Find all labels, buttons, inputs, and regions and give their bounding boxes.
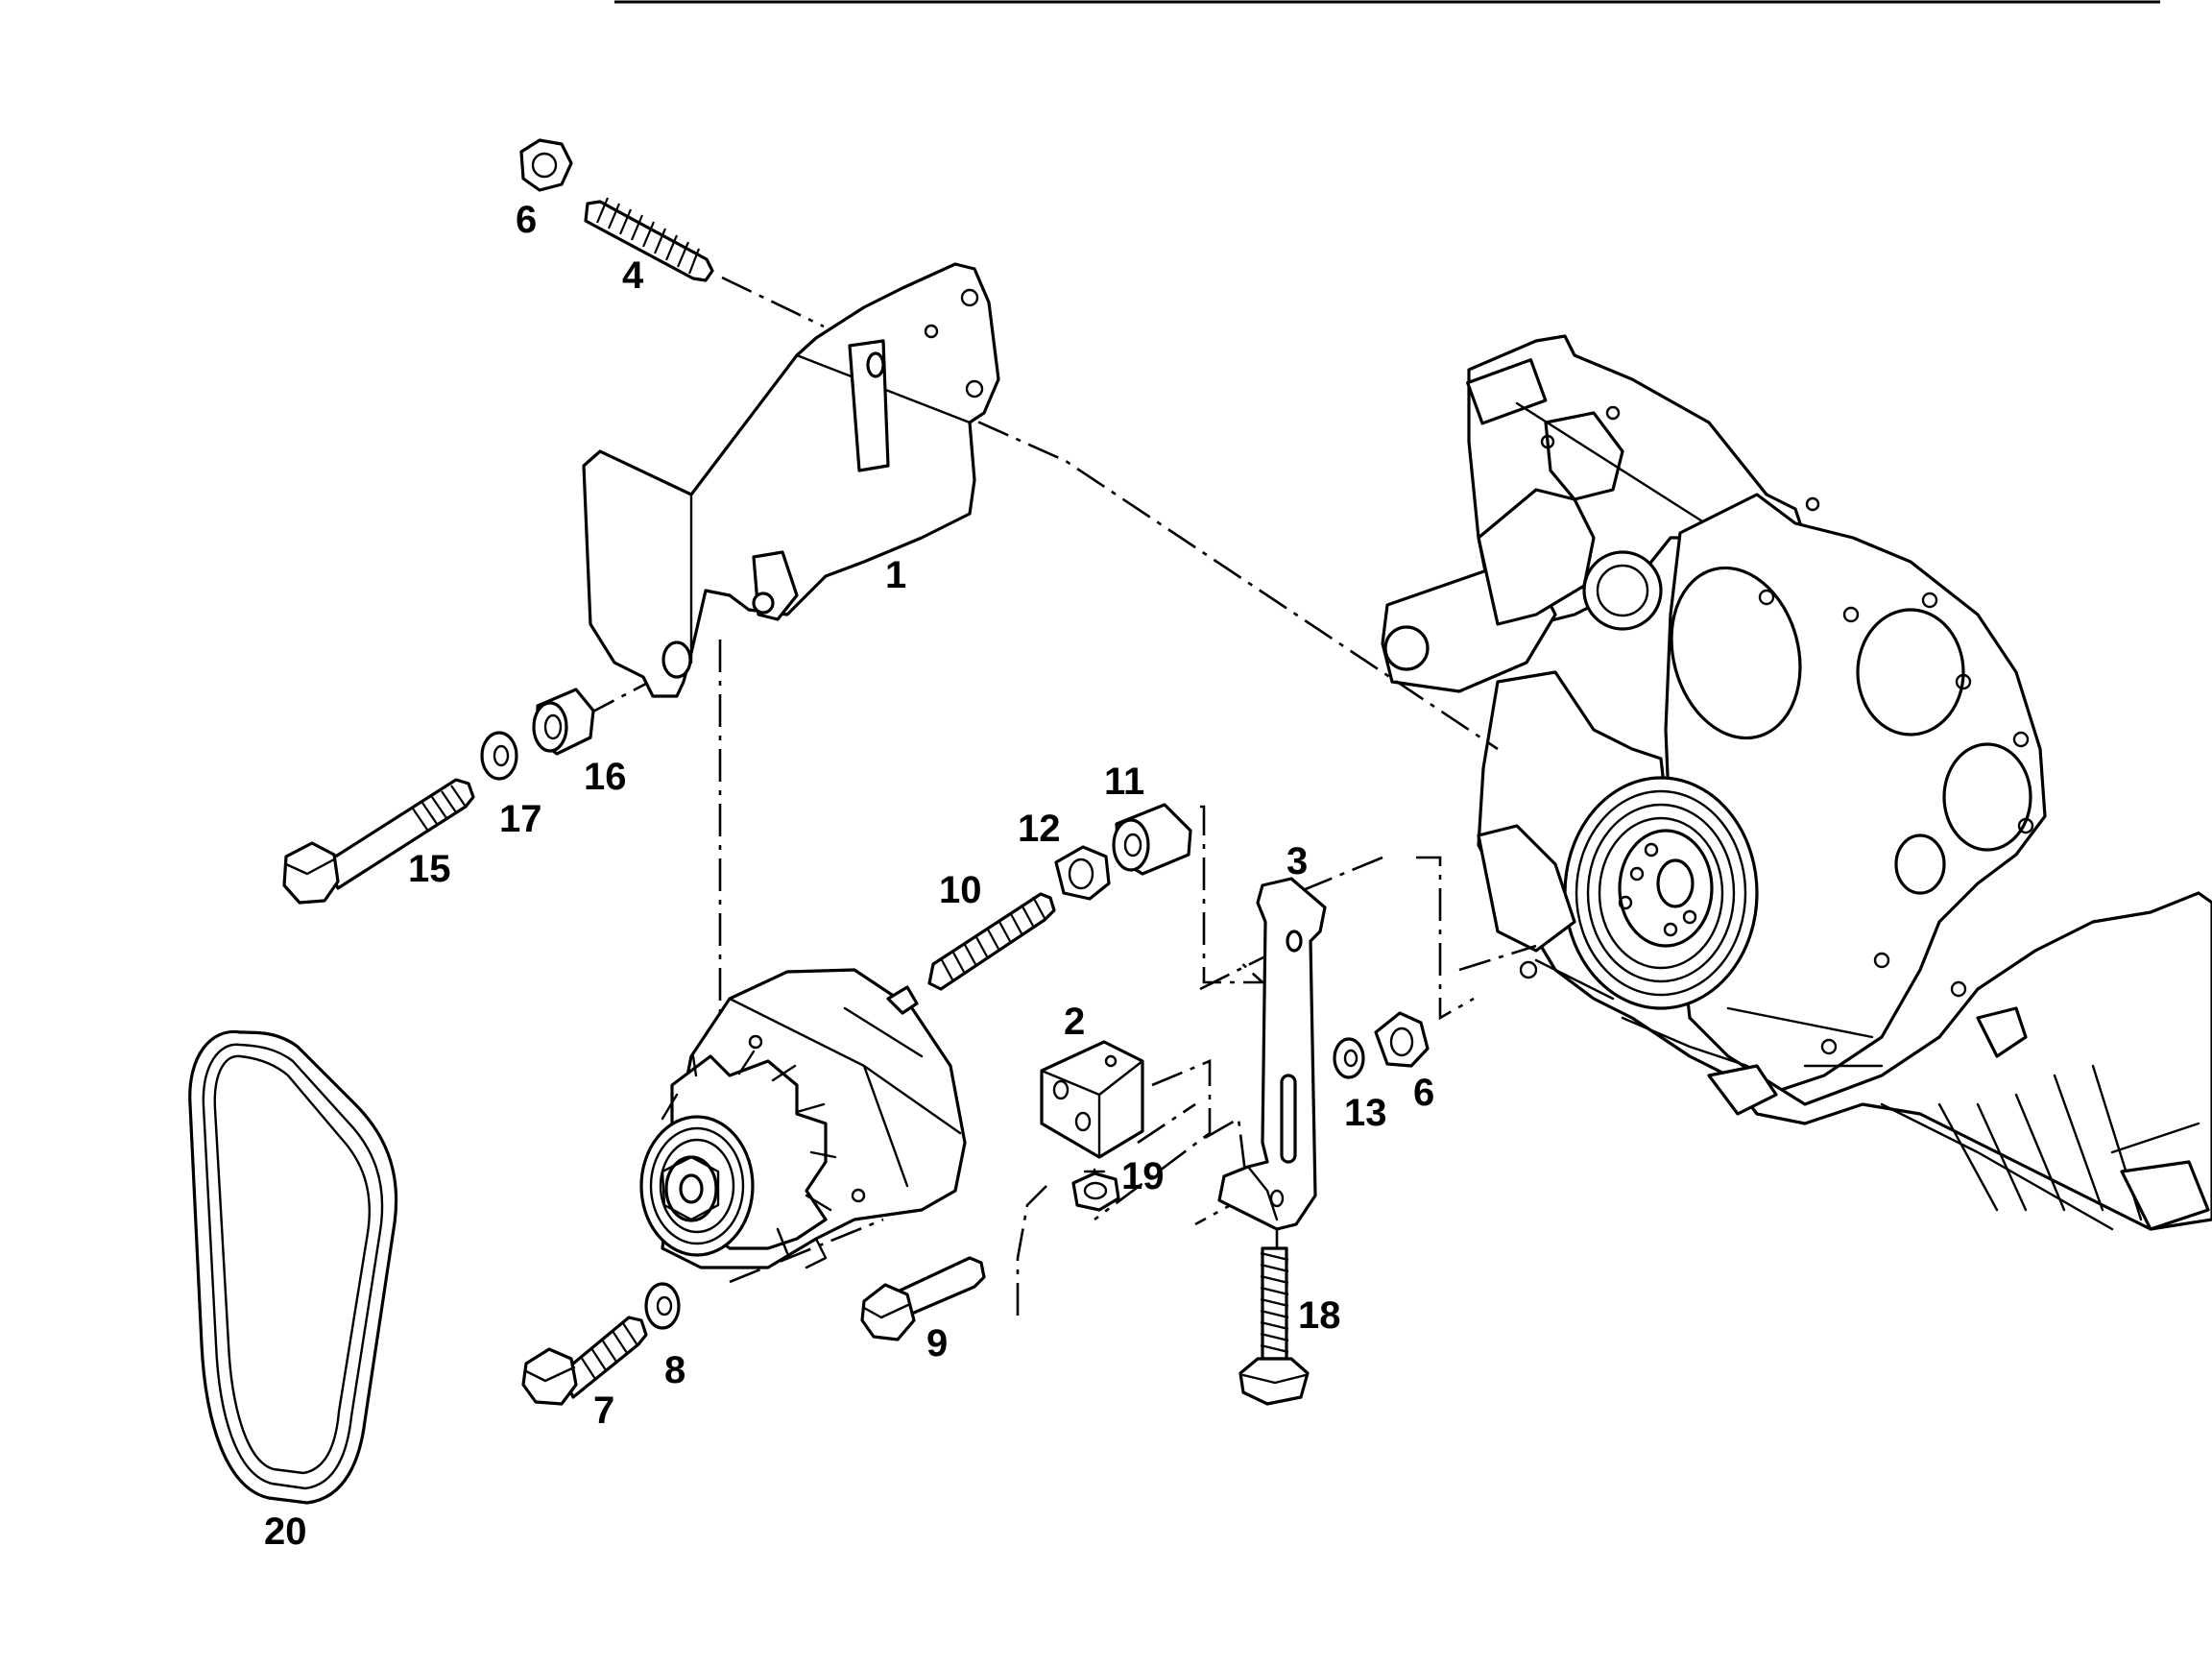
spacer-sleeve bbox=[1112, 803, 1192, 876]
callout-8: 8 bbox=[664, 1349, 685, 1391]
engine-block bbox=[1381, 334, 2212, 1231]
alternator bbox=[639, 968, 967, 1269]
callout-9: 9 bbox=[926, 1322, 948, 1365]
hex-bolt-alternator bbox=[521, 1316, 648, 1406]
mounting-bracket bbox=[582, 262, 1000, 698]
adjusting-strap bbox=[1217, 877, 1327, 1231]
callout-4: 4 bbox=[622, 254, 644, 297]
callout-16: 16 bbox=[584, 756, 627, 798]
adjusting-stud bbox=[927, 892, 1056, 991]
hex-nut-top bbox=[519, 138, 573, 192]
vertical-bolt bbox=[1238, 1246, 1310, 1406]
stud-top bbox=[584, 197, 714, 282]
callout-7: 7 bbox=[593, 1389, 614, 1432]
washer-mid bbox=[480, 731, 518, 781]
long-bolt bbox=[282, 778, 475, 905]
hex-nut-adjuster bbox=[1054, 845, 1111, 901]
hex-nut-strap bbox=[1374, 1011, 1430, 1068]
callout-1: 1 bbox=[885, 554, 906, 596]
v-belt bbox=[188, 1029, 398, 1505]
callout-2: 2 bbox=[1064, 1001, 1085, 1043]
callout-15: 15 bbox=[408, 848, 451, 890]
washer-alternator bbox=[644, 1282, 681, 1330]
callout-6-top: 6 bbox=[516, 199, 537, 241]
callout-12: 12 bbox=[1018, 808, 1061, 850]
callout-3: 3 bbox=[1286, 840, 1308, 882]
adjusting-block bbox=[1040, 1040, 1144, 1159]
callout-11: 11 bbox=[1104, 761, 1144, 803]
washer-strap bbox=[1333, 1037, 1365, 1079]
hex-nut-block bbox=[1071, 1168, 1120, 1212]
callout-labels: 1 2 3 4 6 6 7 8 9 10 11 12 13 15 16 17 1… bbox=[264, 199, 1434, 1553]
callout-20: 20 bbox=[264, 1510, 307, 1553]
callout-6-right: 6 bbox=[1413, 1072, 1434, 1114]
callout-10: 10 bbox=[939, 869, 982, 911]
callout-13: 13 bbox=[1344, 1092, 1387, 1134]
spacer-bushing bbox=[532, 688, 595, 756]
hex-bolt-block bbox=[860, 1256, 986, 1341]
callout-18: 18 bbox=[1298, 1294, 1341, 1337]
callout-17: 17 bbox=[499, 798, 542, 840]
callout-19: 19 bbox=[1121, 1155, 1165, 1197]
